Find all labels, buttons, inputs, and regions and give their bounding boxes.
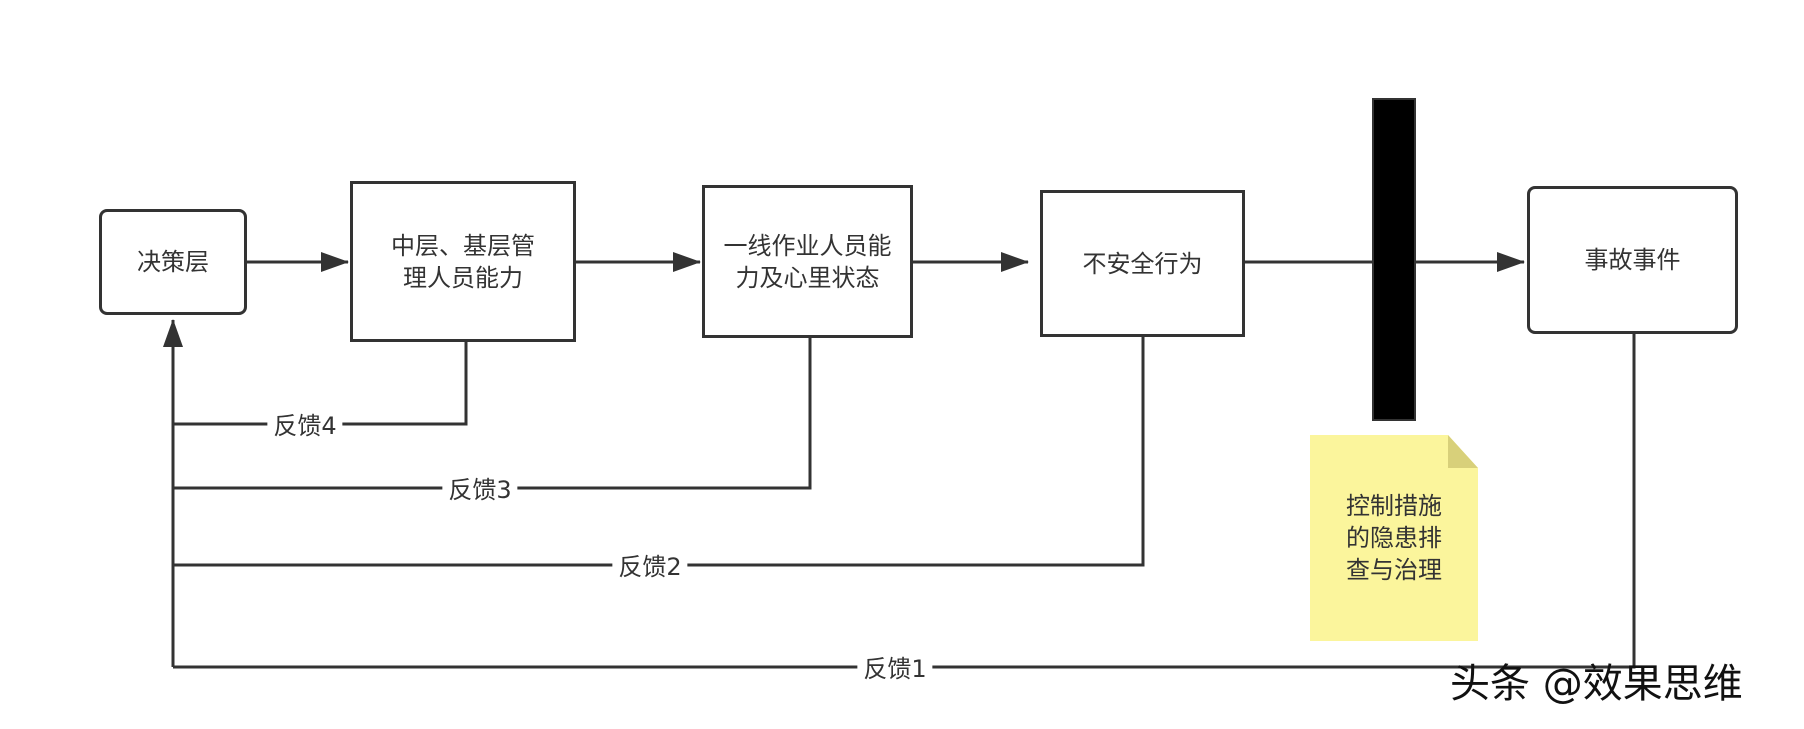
node-unsafe-behavior: 不安全行为: [1040, 190, 1245, 337]
node-decision: 决策层: [99, 209, 247, 315]
feedback-1-line: [173, 334, 1636, 669]
node-accident: 事故事件: [1527, 186, 1738, 334]
feedback-3-label: 反馈3: [442, 476, 518, 504]
node-accident-label: 事故事件: [1584, 246, 1681, 274]
feedback-2-line: [173, 337, 1145, 567]
node-decision-label: 决策层: [137, 248, 209, 276]
sticky-note: 控制措施的隐患排查与治理: [1310, 435, 1478, 641]
node-management-label: 中层、基层管理人员能力: [391, 231, 535, 292]
node-frontline: 一线作业人员能力及心里状态: [702, 185, 913, 338]
watermark: 头条 @效果思维: [1450, 661, 1743, 707]
node-management: 中层、基层管理人员能力: [350, 181, 576, 342]
feedback-1-label: 反馈1: [857, 655, 933, 683]
feedback-3-line: [173, 338, 812, 490]
node-frontline-label: 一线作业人员能力及心里状态: [723, 231, 892, 292]
sticky-note-text: 控制措施的隐患排查与治理: [1346, 492, 1442, 584]
feedback-4-label: 反馈4: [267, 412, 343, 440]
feedback-2-label: 反馈2: [612, 553, 688, 581]
node-unsafe-behavior-label: 不安全行为: [1082, 249, 1203, 278]
barrier-block: [1372, 98, 1416, 421]
